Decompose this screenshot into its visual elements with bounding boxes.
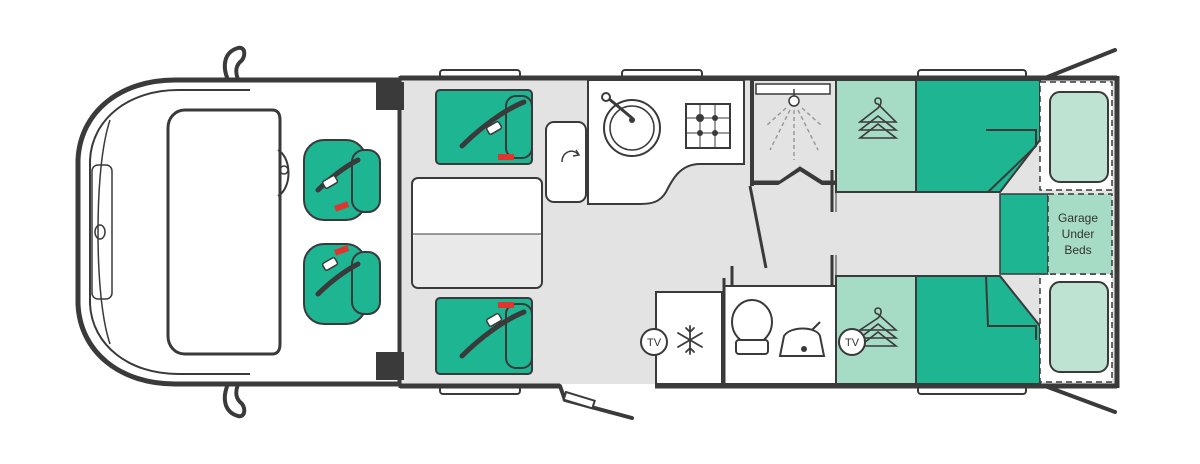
cab-inner-line xyxy=(89,89,250,375)
basin-icon xyxy=(778,321,826,357)
cab xyxy=(75,45,403,419)
shower xyxy=(750,78,837,186)
sink-icon xyxy=(603,99,661,157)
cab-seat-top xyxy=(303,139,381,221)
seatbelt-icon xyxy=(485,312,503,327)
dinette-seat-bottom xyxy=(435,297,533,375)
tv-label: TV xyxy=(647,337,662,349)
shower-icon xyxy=(765,89,823,160)
tv-marker-right: TV xyxy=(838,328,866,356)
cab-seat-bottom xyxy=(303,243,381,325)
garage-step: Garage Under Beds xyxy=(999,193,1113,275)
bed-top xyxy=(915,79,1113,193)
cab-badge xyxy=(94,224,106,240)
right-mirror xyxy=(222,379,247,419)
pull-out-worktop[interactable] xyxy=(545,121,587,203)
garage-label-line3: Beds xyxy=(1064,243,1091,257)
pillow xyxy=(1049,91,1109,183)
seatbelt-icon xyxy=(321,174,339,189)
wardrobe-top xyxy=(835,79,917,193)
snowflake-icon xyxy=(677,325,703,355)
windscreen xyxy=(166,108,282,356)
tv-marker-left: TV xyxy=(640,328,668,356)
hob-icon xyxy=(685,103,731,149)
tap-icon xyxy=(606,96,634,120)
pillow xyxy=(1049,281,1109,373)
garage-label-line2: Under xyxy=(1062,227,1095,241)
hanger-icon xyxy=(857,307,899,347)
tv-label: TV xyxy=(845,337,860,349)
garage-label-line1: Garage xyxy=(1058,211,1098,225)
seatbelt-icon xyxy=(321,256,339,271)
toilet-icon xyxy=(731,299,773,355)
hanger-icon xyxy=(857,97,899,139)
left-mirror xyxy=(222,45,247,85)
dinette-seat-top xyxy=(435,89,533,165)
washroom xyxy=(722,278,837,385)
kitchen xyxy=(545,79,745,205)
wardrobe-bottom xyxy=(835,275,917,385)
bed-bottom xyxy=(915,273,1113,385)
seatbelt-icon xyxy=(485,120,503,135)
